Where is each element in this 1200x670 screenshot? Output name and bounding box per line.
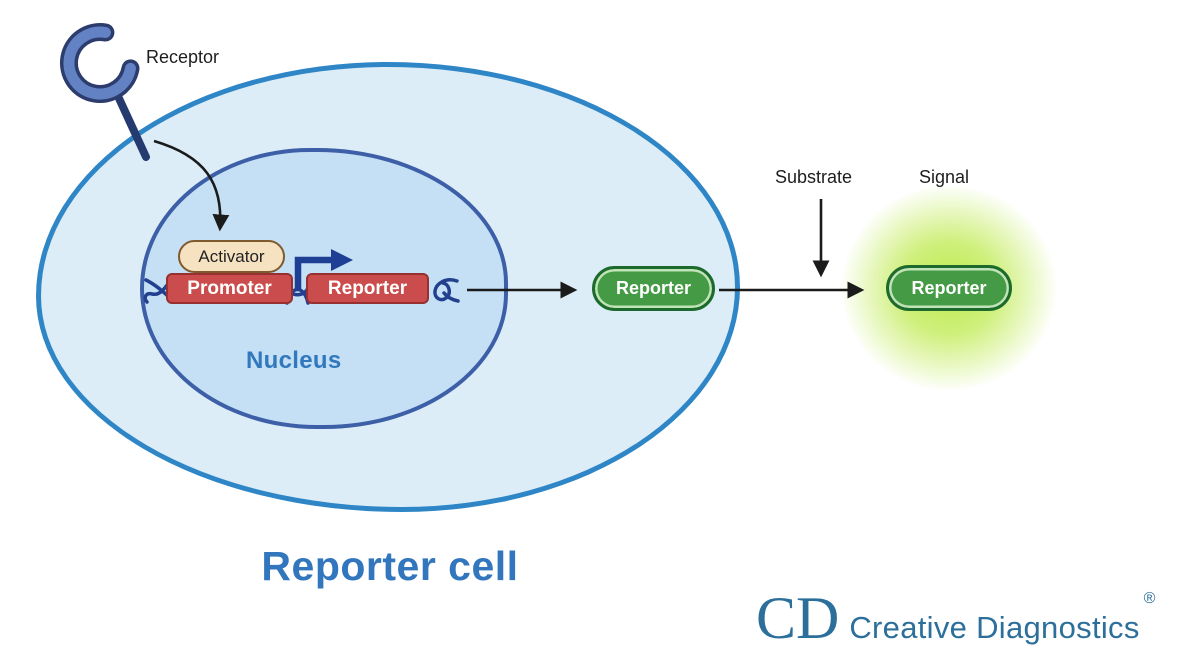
promoter-label: Promoter <box>187 277 272 299</box>
activator-label: Activator <box>198 246 265 266</box>
reporter-signal-label: Reporter <box>911 277 987 298</box>
diagram-caption: Reporter cell <box>261 543 519 589</box>
logo-monogram: CD <box>756 585 840 651</box>
creative-diagnostics-logo: CD Creative Diagnostics ® <box>756 588 1155 648</box>
promoter-gene: Promoter <box>166 273 293 304</box>
logo-name: Creative Diagnostics <box>849 610 1140 645</box>
reporter-protein-label: Reporter <box>615 278 691 298</box>
reporter-gene: Reporter <box>306 273 429 304</box>
signal-label: Signal <box>919 167 970 187</box>
nucleus-label: Nucleus <box>246 347 342 374</box>
substrate-label: Substrate <box>775 167 853 187</box>
activator-pill: Activator <box>178 240 285 273</box>
reporter-protein-pill: Reporter <box>592 266 715 311</box>
registered-trademark-icon: ® <box>1143 590 1156 607</box>
receptor-label: Receptor <box>146 47 220 67</box>
glowing-reporter-pill: Reporter <box>886 265 1012 311</box>
reporter-gene-label: Reporter <box>327 277 408 299</box>
